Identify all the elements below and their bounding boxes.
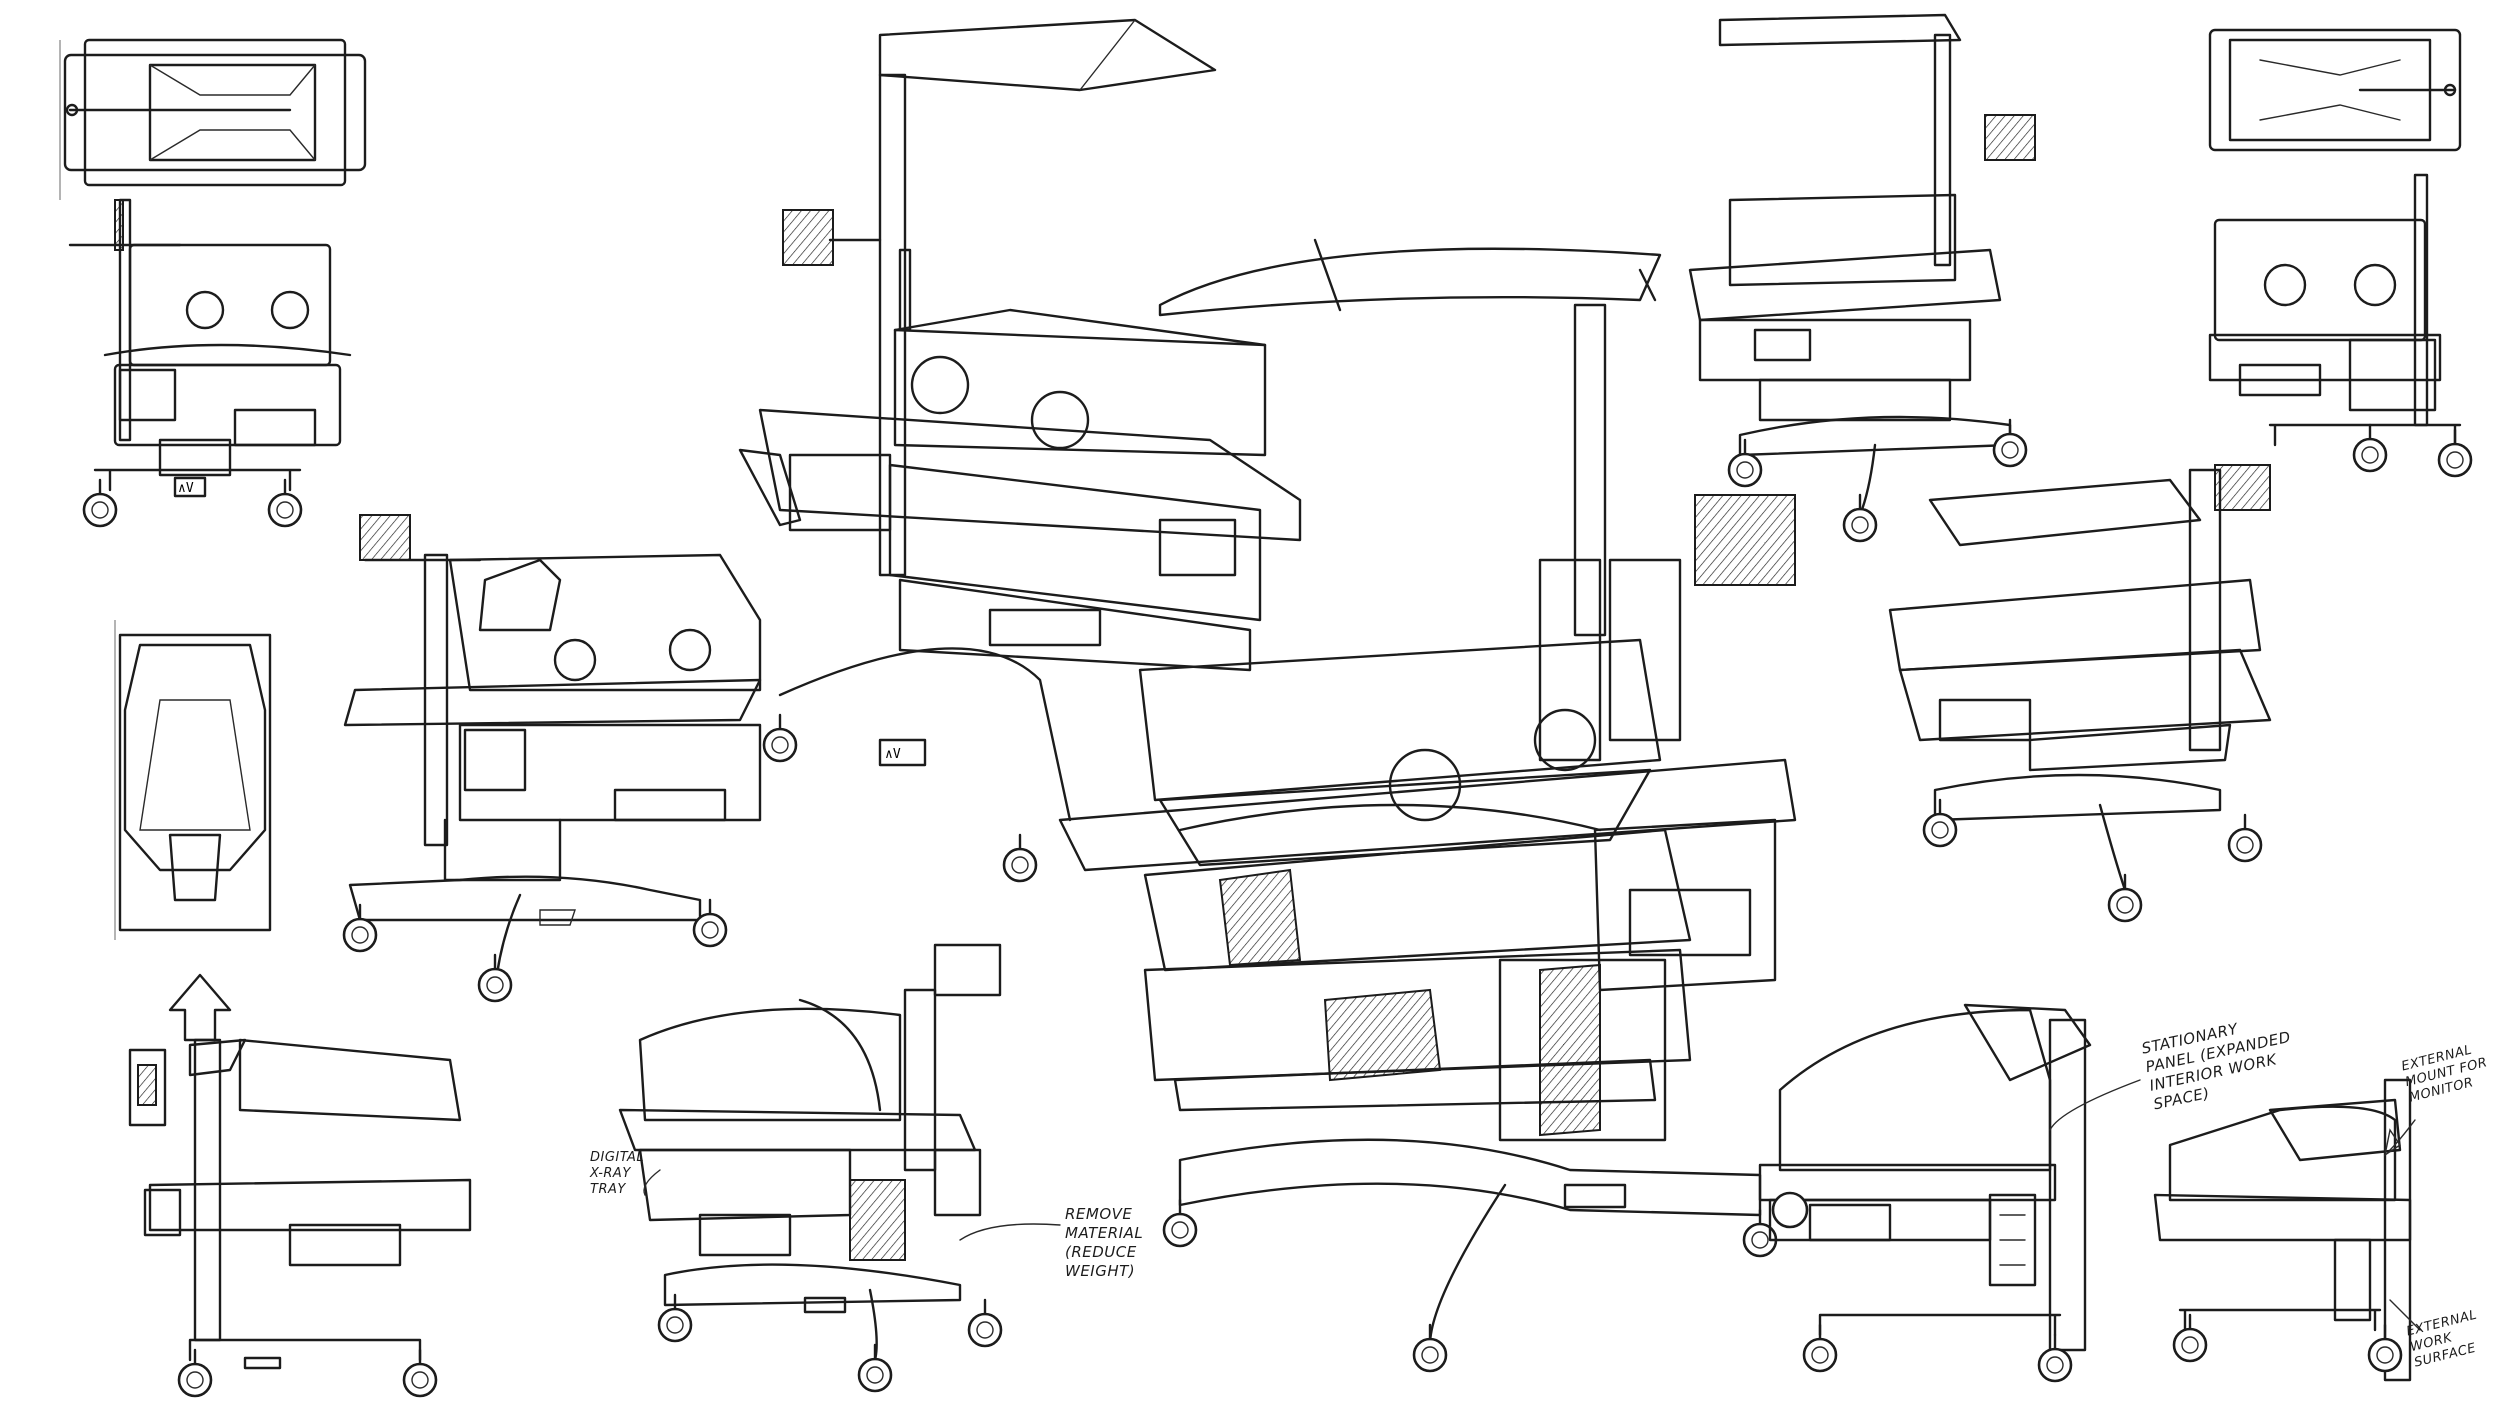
sketch-side-view-right <box>2208 173 2473 478</box>
sketch-perspective-left <box>342 514 762 1003</box>
sketch-perspective-canopy-top: ∧V <box>738 18 1302 883</box>
sketch-perspective-top-right <box>1688 13 2036 543</box>
sketch-side-view-left: ∧V <box>68 198 352 528</box>
updown-badge-a: ∧V <box>178 481 194 496</box>
sketch-perspective-right-middle <box>1888 464 2272 923</box>
up-arrow-icon <box>168 973 232 1042</box>
sketch-perspective-stationary-panel <box>1758 1003 2092 1383</box>
updown-badge-b: ∧V <box>885 747 901 762</box>
sketch-section-bottom-left <box>128 1038 472 1398</box>
sketch-perspective-external-mount <box>2153 1078 2412 1382</box>
sketch-top-plan-left <box>59 38 367 200</box>
annotation-leaders <box>643 1079 2421 1331</box>
sketch-perspective-xray <box>618 943 1003 1393</box>
sketch-main-perspective <box>1058 238 1797 1373</box>
note-digital-xray-tray: Digital X-ray tray <box>590 1150 645 1197</box>
sketch-front-view-left <box>114 620 272 940</box>
sketch-top-plan-right <box>2208 28 2462 152</box>
note-remove-material: Remove material (reduce weight) <box>1065 1205 1144 1280</box>
